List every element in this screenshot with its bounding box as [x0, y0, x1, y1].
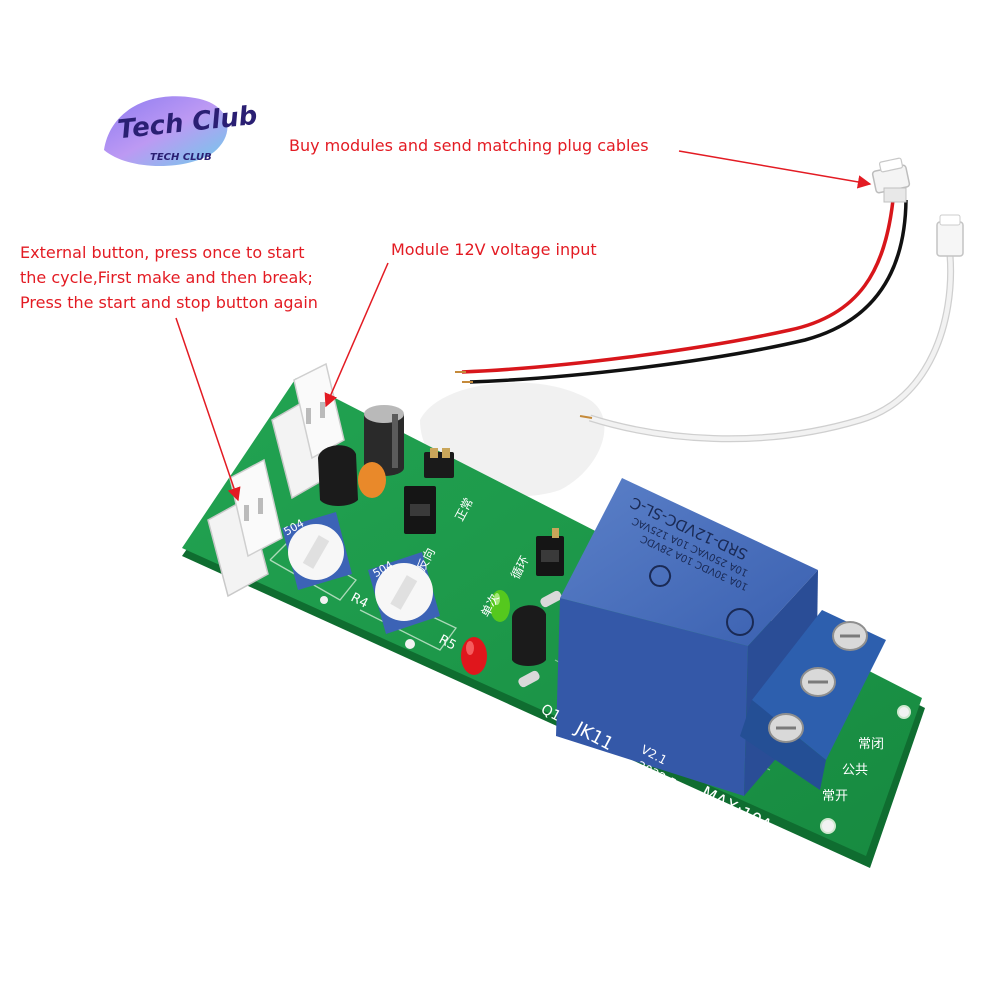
black-wire	[469, 199, 908, 384]
callout-cables-text: Buy modules and send matching plug cable…	[289, 136, 649, 155]
logo-text-small: TECH CLUB	[150, 152, 212, 163]
transistor-q1	[512, 605, 546, 666]
plug-cables	[455, 157, 964, 443]
potentiometer-1: 504	[282, 512, 352, 590]
mode-jumper-1	[404, 448, 454, 534]
red-led	[461, 637, 487, 675]
red-wire	[461, 199, 895, 374]
power-input-connector	[271, 362, 345, 500]
callout-voltage-text: Module 12V voltage input	[391, 240, 597, 259]
relay-module-board: 504 504 SRD-12VDC-SL-C 10A 250	[182, 362, 925, 868]
arrow-cables	[678, 150, 872, 189]
arrow-voltage	[324, 262, 389, 408]
terminal-screw-3	[768, 713, 804, 743]
relay-cqc-logo	[726, 608, 754, 636]
arrow-button	[175, 317, 241, 502]
callout-button-line-2: the cycle,First make and then break;	[20, 268, 313, 287]
callout-button: External button, press once to start the…	[20, 240, 318, 315]
plug-connector-red-black	[871, 157, 911, 203]
ceramic-capacitor	[358, 462, 386, 498]
electrolytic-capacitor	[364, 405, 404, 476]
callout-button-line-1: External button, press once to start	[20, 243, 305, 262]
plug-connector-white	[936, 214, 964, 257]
terminal-screw-1	[832, 621, 868, 651]
callout-cables: Buy modules and send matching plug cable…	[289, 133, 649, 158]
tech-club-logo: Tech Club TECH CLUB	[104, 96, 259, 166]
screw-terminal-block	[740, 610, 886, 790]
potentiometer-2: 504	[368, 552, 440, 634]
mode-jumper-2	[536, 528, 564, 576]
terminal-screw-2	[800, 667, 836, 697]
callout-button-line-3: Press the start and stop button again	[20, 293, 318, 312]
callout-voltage: Module 12V voltage input	[391, 237, 597, 262]
voltage-regulator	[318, 445, 358, 506]
label-r4: R4	[348, 590, 370, 611]
green-led	[490, 590, 510, 622]
label-no: 常开	[822, 789, 848, 804]
label-com: 公共	[842, 763, 868, 778]
relay-ul-logo	[649, 565, 672, 587]
button-connector	[207, 458, 283, 598]
label-nc: 常闭	[858, 737, 884, 752]
label-r5: R5	[436, 632, 458, 653]
